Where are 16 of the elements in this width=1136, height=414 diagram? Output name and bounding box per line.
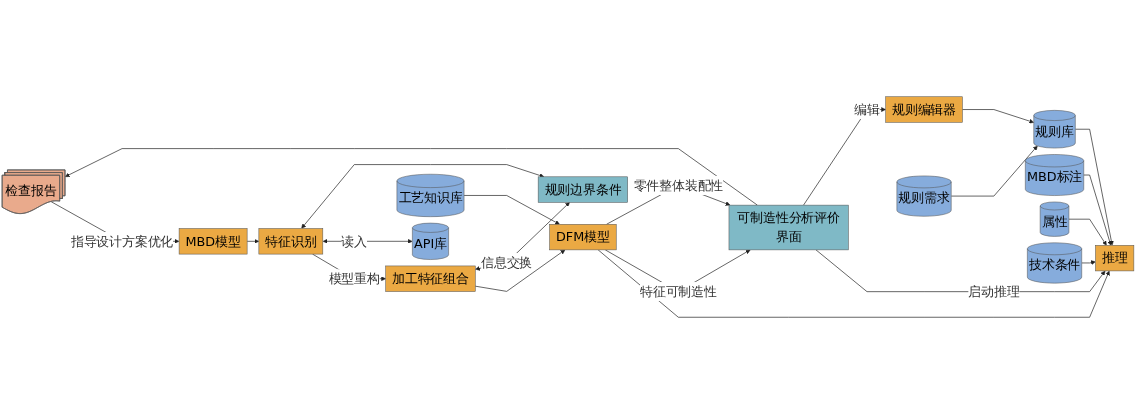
edge-label: 模型重构 xyxy=(328,271,380,287)
edge-label: 特征可制造性 xyxy=(639,284,717,300)
edge-label: 零件整体装配性 xyxy=(633,177,724,193)
edge-label: 启动推理 xyxy=(968,284,1020,300)
node-box: 加工特征组合 xyxy=(385,265,476,292)
node-box: 特征识别 xyxy=(258,228,324,255)
node-box: MBD模型 xyxy=(178,228,248,255)
node-box: 规则编辑器 xyxy=(885,96,963,123)
node-box: 推理 xyxy=(1095,245,1135,272)
node-box: DFM模型 xyxy=(549,224,617,251)
edge-label: 指导设计方案优化 xyxy=(70,233,174,249)
node-box: 可制造性分析评价界面 xyxy=(728,204,849,251)
edge-label: 读入 xyxy=(341,233,368,249)
node-box: 规则边界条件 xyxy=(537,176,628,203)
edge-label: 信息交换 xyxy=(481,255,533,271)
edge-label: 编辑 xyxy=(854,102,880,117)
